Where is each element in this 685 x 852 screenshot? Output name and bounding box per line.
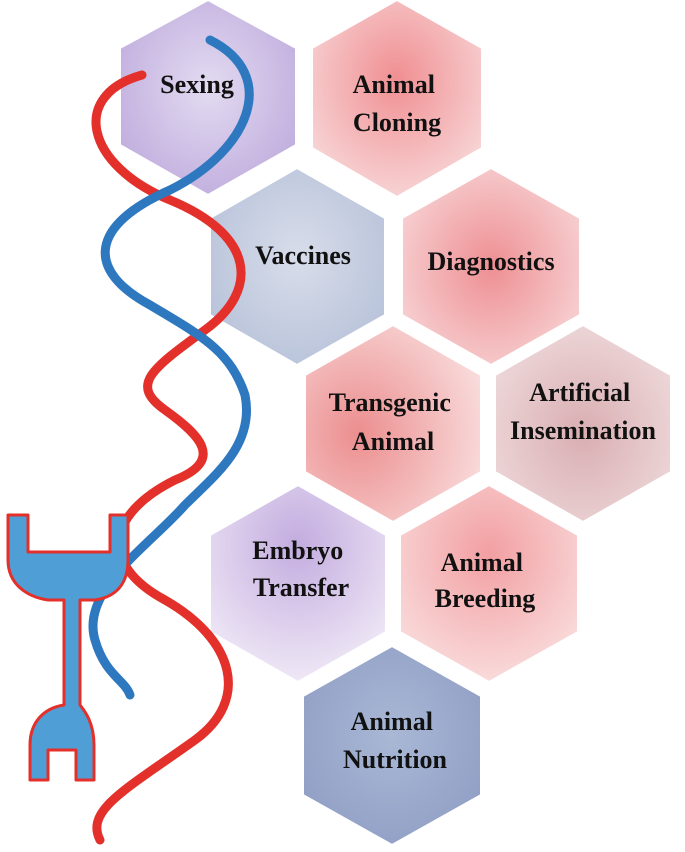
hex-animal-cloning: Animal Cloning [311,0,483,199]
hex-animal-cloning-label: Animal Cloning [353,70,442,137]
hex-sexing-shape [119,0,297,197]
hex-vaccines-label: Vaccines [255,241,351,270]
hex-embryo-transfer-label: Embryo Transfer [252,536,350,602]
hex-animal-breeding-shape [399,483,579,684]
hex-transgenic-animal-label: Transgenic Animal [329,388,458,456]
hex-diagnostics-shape [401,166,581,367]
hex-animal-breeding: Animal Breeding [399,483,579,684]
hex-animal-nutrition: Animal Nutrition [302,644,482,847]
hex-animal-nutrition-shape [302,644,482,847]
wrench-icon [6,513,130,782]
dna-strand-blue [88,35,254,700]
hex-diagnostics-label: Diagnostics [427,247,554,276]
hex-vaccines-shape [209,166,386,367]
wrench-shape [6,513,130,782]
hex-artificial-insemination-label: Artificial Insemination [510,378,656,445]
hex-transgenic-animal-shape [304,323,482,524]
hex-animal-nutrition-label: Animal Nutrition [343,707,448,774]
hex-artificial-insemination-shape [494,323,672,524]
dna-strand-red [91,70,246,845]
hex-transgenic-animal: Transgenic Animal [304,323,482,524]
dna-helix-icon [88,35,254,845]
hex-diagnostics: Diagnostics [401,166,581,367]
hex-vaccines: Vaccines [209,166,386,367]
hexagon-layer: Sexing Animal Cloning Vaccines Dia [119,0,672,847]
hex-artificial-insemination: Artificial Insemination [494,323,672,524]
hex-animal-breeding-label: Animal Breeding [435,548,536,613]
hex-sexing: Sexing [119,0,297,197]
hex-embryo-transfer: Embryo Transfer [209,483,387,684]
hex-animal-cloning-shape [311,0,483,199]
hex-sexing-label: Sexing [160,70,234,99]
